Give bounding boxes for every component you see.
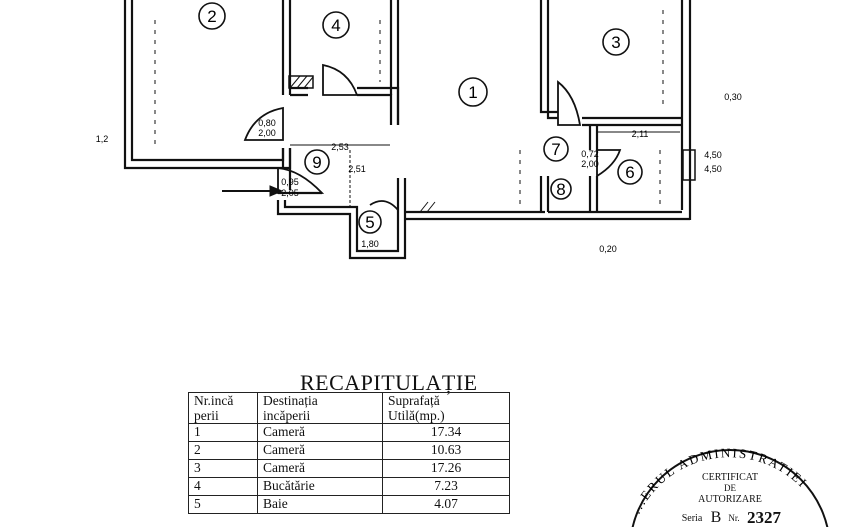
table-row: 2 Cameră 10.63 <box>188 441 510 460</box>
table-row: 1 Cameră 17.34 <box>188 423 510 442</box>
table-row: 4 Bucătărie 7.23 <box>188 477 510 496</box>
stamp-nr: 2327 <box>747 508 782 527</box>
dim-211: 2,11 <box>632 129 649 139</box>
room-label-2: 2 <box>207 7 216 26</box>
cell-destinatia: Baie <box>257 495 383 514</box>
dim-072: 0,72 <box>581 149 599 159</box>
stamp-serie-label: Seria <box>682 513 703 524</box>
cell-destinatia: Bucătărie <box>257 477 383 496</box>
cell-nr: 2 <box>188 441 258 460</box>
dim-030: 0,30 <box>724 92 742 102</box>
table-row: 3 Cameră 17.26 <box>188 459 510 478</box>
room-label-6: 6 <box>625 163 634 182</box>
dim-200: 2,00 <box>258 128 276 138</box>
cell-suprafata: 17.26 <box>382 459 510 478</box>
room-label-1: 1 <box>468 83 477 102</box>
cell-suprafata: 10.63 <box>382 441 510 460</box>
dim-080: 0,80 <box>258 118 276 128</box>
cell-destinatia: Cameră <box>257 459 383 478</box>
stamp-line3: AUTORIZARE <box>698 494 762 505</box>
dim-450-top: 4,50 <box>704 150 722 160</box>
table-row: 5 Baie 4.07 <box>188 495 510 514</box>
room-label-4: 4 <box>331 16 340 35</box>
dim-450-bottom: 4,50 <box>704 164 722 174</box>
authorization-stamp: ...ERUL ADMINISTRATIEI CERTIFICAT DE AUT… <box>628 445 829 527</box>
stamp-serie: B <box>711 509 722 526</box>
cell-suprafata: 17.34 <box>382 423 510 442</box>
room-label-3: 3 <box>611 33 620 52</box>
dim-253: 2,53 <box>331 142 349 152</box>
room-label-5: 5 <box>365 213 374 232</box>
cell-nr: 1 <box>188 423 258 442</box>
cell-nr: 3 <box>188 459 258 478</box>
room-label-9: 9 <box>312 153 321 172</box>
cell-destinatia: Cameră <box>257 423 383 442</box>
dim-12: 1,2 <box>96 134 109 144</box>
cell-suprafata: 4.07 <box>382 495 510 514</box>
cell-nr: 5 <box>188 495 258 514</box>
recapitulatie-title: RECAPITULAȚIE <box>300 370 478 395</box>
cell-nr: 4 <box>188 477 258 496</box>
stamp-line2: DE <box>724 483 736 493</box>
cell-suprafata: 7.23 <box>382 477 510 496</box>
cell-destinatia: Cameră <box>257 441 383 460</box>
stamp-nr-label: Nr. <box>728 513 739 523</box>
room-label-8: 8 <box>556 180 565 199</box>
dim-251: 2,51 <box>348 164 366 174</box>
dim-020: 0,20 <box>599 244 617 254</box>
dim-205: 2,05 <box>281 188 299 198</box>
dim-200b: 2,00 <box>581 159 599 169</box>
room-label-7: 7 <box>551 140 560 159</box>
dim-180: 1,80 <box>361 239 379 249</box>
stamp-line1: CERTIFICAT <box>702 472 758 483</box>
dim-095: 0,95 <box>281 177 299 187</box>
